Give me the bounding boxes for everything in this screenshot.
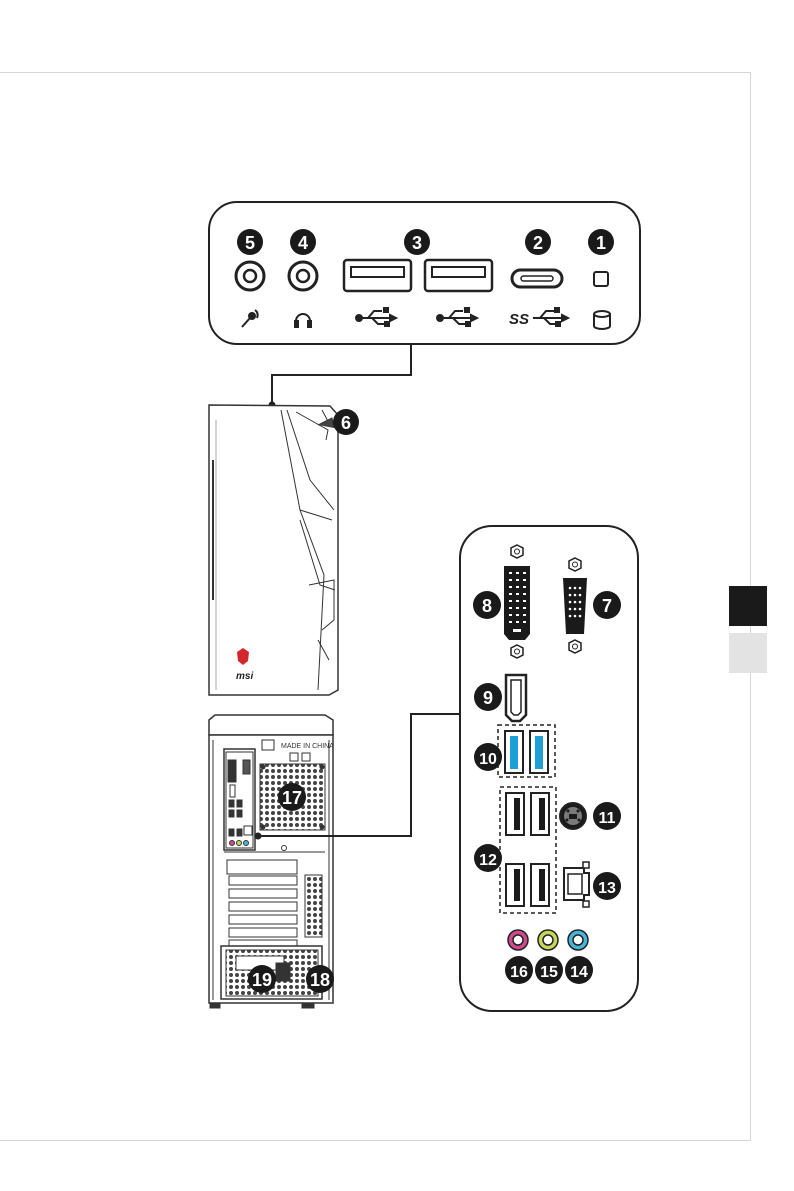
callout-19: 19 <box>248 965 276 993</box>
callout-13: 13 <box>593 872 621 900</box>
callout-11: 11 <box>593 802 621 830</box>
svg-text:6: 6 <box>341 413 351 433</box>
callout-7: 7 <box>593 591 621 619</box>
case-front-view <box>209 405 338 695</box>
front-io-panel: 5 4 3 <box>209 202 640 344</box>
front-panel-leader-line <box>272 344 411 404</box>
svg-text:11: 11 <box>599 810 616 827</box>
usb3-port-2[interactable] <box>530 731 548 773</box>
case-rear-view: MADE IN CHINA <box>209 715 334 1008</box>
callout-10: 10 <box>474 743 502 771</box>
usb2-port-1[interactable] <box>506 793 524 835</box>
leader-dot <box>255 833 262 840</box>
rear-io-panel: 8 7 9 10 <box>460 526 638 1011</box>
callout-18: 18 <box>306 965 334 993</box>
svg-text:SS: SS <box>509 311 529 328</box>
svg-text:MADE IN CHINA: MADE IN CHINA <box>281 743 334 750</box>
callout-2: 2 <box>525 229 551 255</box>
hdmi-port[interactable] <box>506 675 526 721</box>
line-out-jack[interactable] <box>568 930 588 950</box>
callout-5: 5 <box>237 229 263 255</box>
mic-in-jack[interactable] <box>508 930 528 950</box>
svg-text:17: 17 <box>282 788 302 808</box>
usb2-port-2[interactable] <box>531 793 549 835</box>
callout-3: 3 <box>404 229 430 255</box>
callout-12: 12 <box>474 844 502 872</box>
callout-14: 14 <box>565 956 593 984</box>
callout-9: 9 <box>474 683 502 711</box>
svg-text:9: 9 <box>483 688 493 708</box>
usb2-port-4[interactable] <box>531 864 549 906</box>
hdd-led-icon <box>594 311 610 329</box>
usb-port-front-1[interactable] <box>344 260 411 291</box>
svg-text:1: 1 <box>596 233 606 253</box>
callout-8: 8 <box>473 591 501 619</box>
svg-text:4: 4 <box>298 233 308 253</box>
mic-jack[interactable] <box>236 262 264 290</box>
usb3-port-1[interactable] <box>505 731 523 773</box>
line-in-jack[interactable] <box>538 930 558 950</box>
usb-port-front-2[interactable] <box>425 260 492 291</box>
svg-text:5: 5 <box>245 233 255 253</box>
callout-1: 1 <box>588 229 614 255</box>
svg-text:12: 12 <box>479 852 497 869</box>
lan-port[interactable] <box>564 862 589 907</box>
usb-type-c-port[interactable] <box>512 270 562 287</box>
hdd-led <box>594 272 608 286</box>
svg-text:2: 2 <box>533 233 543 253</box>
callout-17: 17 <box>278 783 306 811</box>
svg-text:13: 13 <box>598 880 616 897</box>
svg-text:3: 3 <box>412 233 422 253</box>
svg-text:15: 15 <box>540 964 558 981</box>
svg-text:msi: msi <box>236 671 253 682</box>
svg-text:7: 7 <box>602 596 612 616</box>
usb2-port-3[interactable] <box>506 864 524 906</box>
svg-text:10: 10 <box>479 751 497 768</box>
svg-text:16: 16 <box>510 964 528 981</box>
callout-16: 16 <box>505 956 533 984</box>
svg-text:18: 18 <box>310 970 330 990</box>
callout-6: 6 <box>333 409 359 435</box>
callout-4: 4 <box>290 229 316 255</box>
svg-text:8: 8 <box>482 596 492 616</box>
callout-15: 15 <box>535 956 563 984</box>
ps2-port[interactable] <box>560 803 586 829</box>
svg-text:19: 19 <box>252 970 272 990</box>
headphone-jack[interactable] <box>289 262 317 290</box>
svg-text:14: 14 <box>570 964 588 981</box>
